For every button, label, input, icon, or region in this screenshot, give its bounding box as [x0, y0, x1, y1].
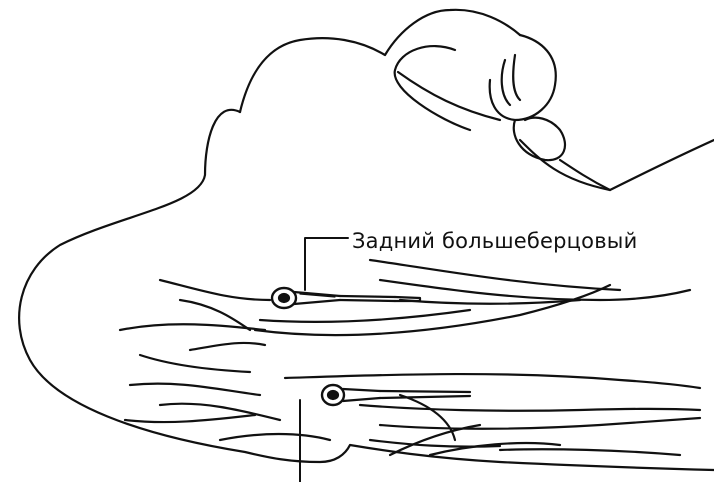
tendon-line	[130, 384, 260, 395]
upper-rim-line	[398, 72, 500, 120]
posterior-tibial-label: Задний большеберцовый	[352, 229, 637, 253]
tendon-line	[380, 418, 700, 429]
tendon-line	[285, 374, 700, 388]
tendon-line	[400, 300, 580, 304]
tendon-line	[260, 310, 470, 322]
sole-line	[560, 160, 610, 190]
tendon-line	[360, 405, 700, 411]
tendon-line	[160, 404, 280, 420]
tendon-line	[125, 415, 255, 422]
tendon-line	[220, 434, 330, 440]
instep-outline	[240, 10, 520, 112]
tendon-line	[370, 260, 620, 290]
tendon-line	[190, 343, 265, 350]
tendon-line	[500, 449, 680, 455]
upper-needle	[272, 288, 420, 308]
lower-needle	[322, 385, 470, 405]
leader-line-upper	[305, 238, 348, 290]
tendon-line	[140, 355, 250, 372]
toe-outline	[490, 35, 565, 160]
tendon-line	[160, 280, 270, 300]
